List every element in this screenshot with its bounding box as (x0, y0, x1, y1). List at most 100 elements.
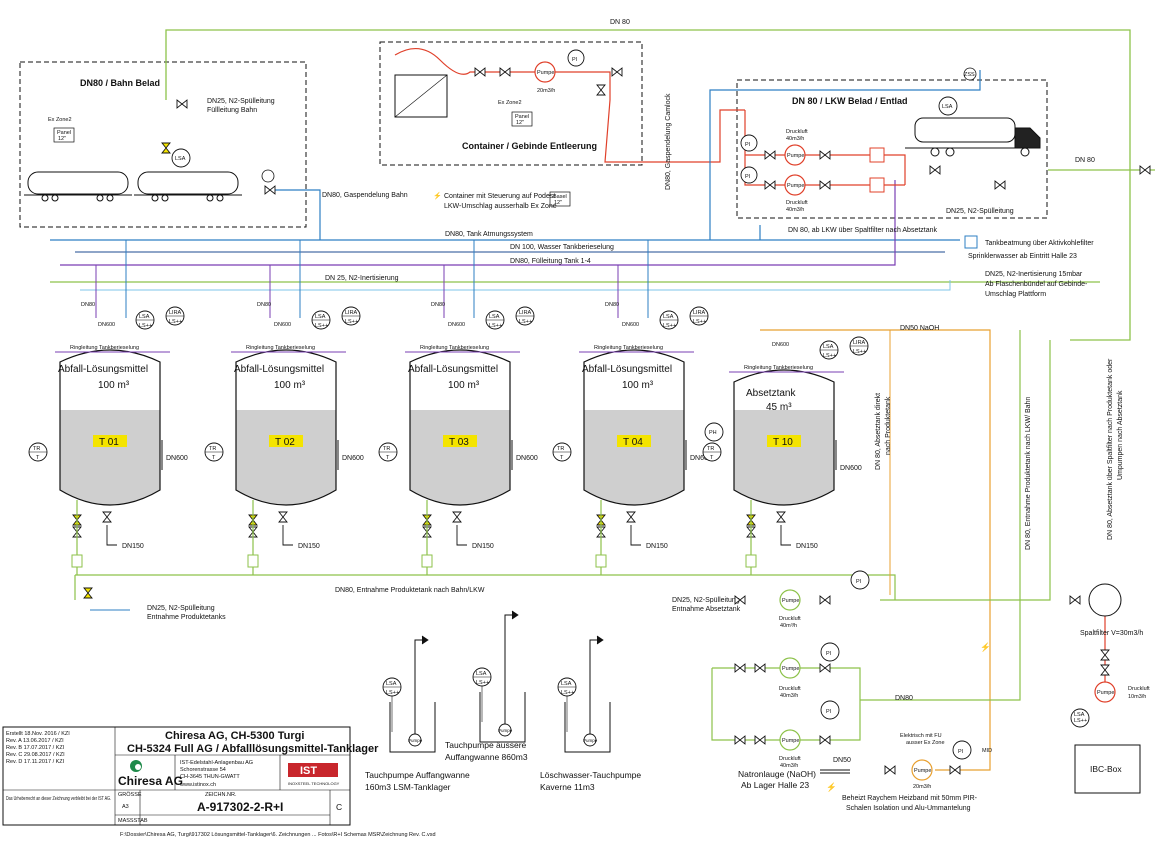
ring-label: Ringleitung Tankberieselung (420, 345, 489, 351)
v-absetz-1: DN 80, Absetztank direkt (875, 393, 882, 470)
dn80-small: DN80 (431, 302, 445, 308)
lkw-pi-1-label: PI (745, 142, 751, 148)
lkw-flow-1: 40m3/h (786, 136, 804, 142)
ls-label-2: LS++ (345, 319, 358, 325)
dn150-label: DN150 (646, 543, 668, 550)
tank-2: Ringleitung TankberieselungAbfall-Lösung… (204, 302, 364, 575)
mid-pi-1-label: PI (826, 651, 832, 657)
bahn-valve-1 (161, 142, 171, 154)
lira-label: LIRA (169, 310, 182, 316)
sump-title-2: 160m3 LSM-Tanklager (365, 782, 451, 792)
sight-glass (421, 554, 433, 568)
mid-valve-2 (754, 663, 766, 673)
lsa-label: LSA (489, 314, 500, 320)
bahn-n2-label-2: Füllleitung Bahn (207, 107, 257, 114)
n2-15mbar-2: Ab Flaschenbündel auf Gebinde- (985, 281, 1088, 288)
v-spalt-1: DN 80, Absetztank über Spaltfilter nach … (1107, 358, 1114, 540)
drain-valve (626, 511, 636, 523)
dn600-top: DN600 (622, 322, 639, 328)
lira-label: LIRA (519, 310, 532, 316)
bahn-lsa: LSA (175, 156, 186, 162)
dn600-side: DN600 (516, 455, 538, 462)
ph-instrument (704, 422, 724, 442)
lkw-flow-2: 40m3/h (786, 207, 804, 213)
footer-path: F:\Dossier\Chiresa AG, Turgi\917302 Lösu… (120, 832, 436, 838)
ls-label: LS++ (823, 353, 836, 359)
container-flow: 20m3/h (537, 88, 555, 94)
bahn-title: DN80 / Bahn Belad (80, 78, 160, 88)
aktivkohle-filter (964, 235, 978, 249)
container-area (379, 41, 643, 166)
bahn-zss-instrument (261, 169, 275, 183)
tank-5: Ringleitung TankberieselungAbsetztank45 … (702, 336, 869, 575)
container-valve-1 (474, 67, 486, 77)
dn150-label: DN150 (298, 543, 320, 550)
title-block (2, 726, 351, 826)
tank-fill-drops (95, 265, 619, 318)
naoh-valve-1 (884, 765, 896, 775)
bahn-panel-size: 12" (58, 136, 66, 142)
dn80-top-label: DN 80 (610, 19, 630, 26)
tank-1: Ringleitung TankberieselungAbfall-Lösung… (28, 302, 188, 575)
dn600-top: DN600 (274, 322, 291, 328)
entnahme-valve (83, 587, 93, 599)
absetz-pump (779, 589, 801, 611)
naoh-line-label: DN50 NaOH (900, 325, 939, 332)
container-valve-3 (611, 67, 623, 77)
container-pi-instrument (567, 49, 585, 67)
revision-2: Rev. B 17.07.2017 / KZI (6, 745, 65, 751)
lsa-label: LSA (663, 314, 674, 320)
ls-label-2: LS++ (693, 319, 706, 325)
absetz-pi-instrument (850, 570, 870, 590)
ring-label: Ringleitung Tankberieselung (594, 345, 663, 351)
container-valve-4 (596, 84, 606, 96)
dn600-side: DN600 (342, 455, 364, 462)
dn600-top: DN600 (772, 342, 789, 348)
rail-wagon-1 (24, 171, 132, 202)
bahn-ex-zone: Ex Zone2 (48, 117, 72, 123)
basel-panel: Basel (553, 194, 567, 200)
pipe-blue-bahn (275, 189, 321, 240)
lkw-area (736, 79, 1048, 219)
sump-pump-label: Pumpe (583, 738, 598, 743)
ist-line-1: IST-Edelstahl-Anlagenbau AG (180, 760, 253, 766)
mid-flow-1: 40m3/h (780, 693, 798, 699)
ring-label: Ringleitung Tankberieselung (70, 345, 139, 351)
tr-label: TR (557, 446, 564, 452)
naoh-title-2: Ab Lager Halle 23 (741, 780, 809, 790)
pipe-red-container (394, 48, 745, 163)
massstab-label: MASSSTAB (118, 818, 148, 824)
dn600-top: DN600 (98, 322, 115, 328)
sump-ls: LS++ (561, 690, 574, 696)
lkw-pi-2-label: PI (745, 174, 751, 180)
ibc-lsa-instrument (1070, 708, 1090, 728)
tank-volume: 100 m³ (448, 380, 480, 391)
bahn-gas-label: DN80, Gaspendelung Bahn (322, 192, 408, 199)
spalt-flow: 10m3/h (1128, 694, 1146, 700)
absetz-valve-1 (734, 595, 746, 605)
ring-label: Ringleitung Tankberieselung (246, 345, 315, 351)
dn80-small: DN80 (605, 302, 619, 308)
mid-valve-6 (819, 735, 831, 745)
tank-id: T 03 (449, 437, 469, 448)
lightning-icon-2: ⚡ (826, 782, 837, 793)
lkw-filter-1 (869, 147, 885, 163)
dn600-side: DN600 (840, 465, 862, 472)
pipe-purple-fuell (60, 180, 896, 266)
mid-flow-2: 40m3/h (780, 763, 798, 769)
drain-valve (102, 511, 112, 523)
mid-valve-1 (734, 663, 746, 673)
n2-15mbar-1: DN25, N2-Inertisierung 15mbar (985, 271, 1083, 278)
zeichn-label: ZEICHN.NR. (205, 792, 237, 798)
project-title: CH-5324 Full AG / Abfalllösungsmittel-Ta… (127, 743, 379, 755)
sump-pump-label: Pumpe (498, 728, 513, 733)
lkw-druckluft-2: Druckluft (786, 200, 808, 206)
ls-label: LS++ (489, 323, 502, 329)
sump-title-1: Tauchpumpe Auffangwanne (365, 770, 470, 780)
groesse-value: A3 (122, 804, 129, 810)
container-ex-zone: Ex Zone2 (498, 100, 522, 106)
naoh-heat-1: Beheizt Raychem Heizband mit 50mm PIR- (842, 795, 978, 802)
tank-name: Abfall-Lösungsmittel (58, 364, 148, 375)
ls-label-2: LS++ (519, 319, 532, 325)
lkw-dn80: DN 80 (1075, 157, 1095, 164)
